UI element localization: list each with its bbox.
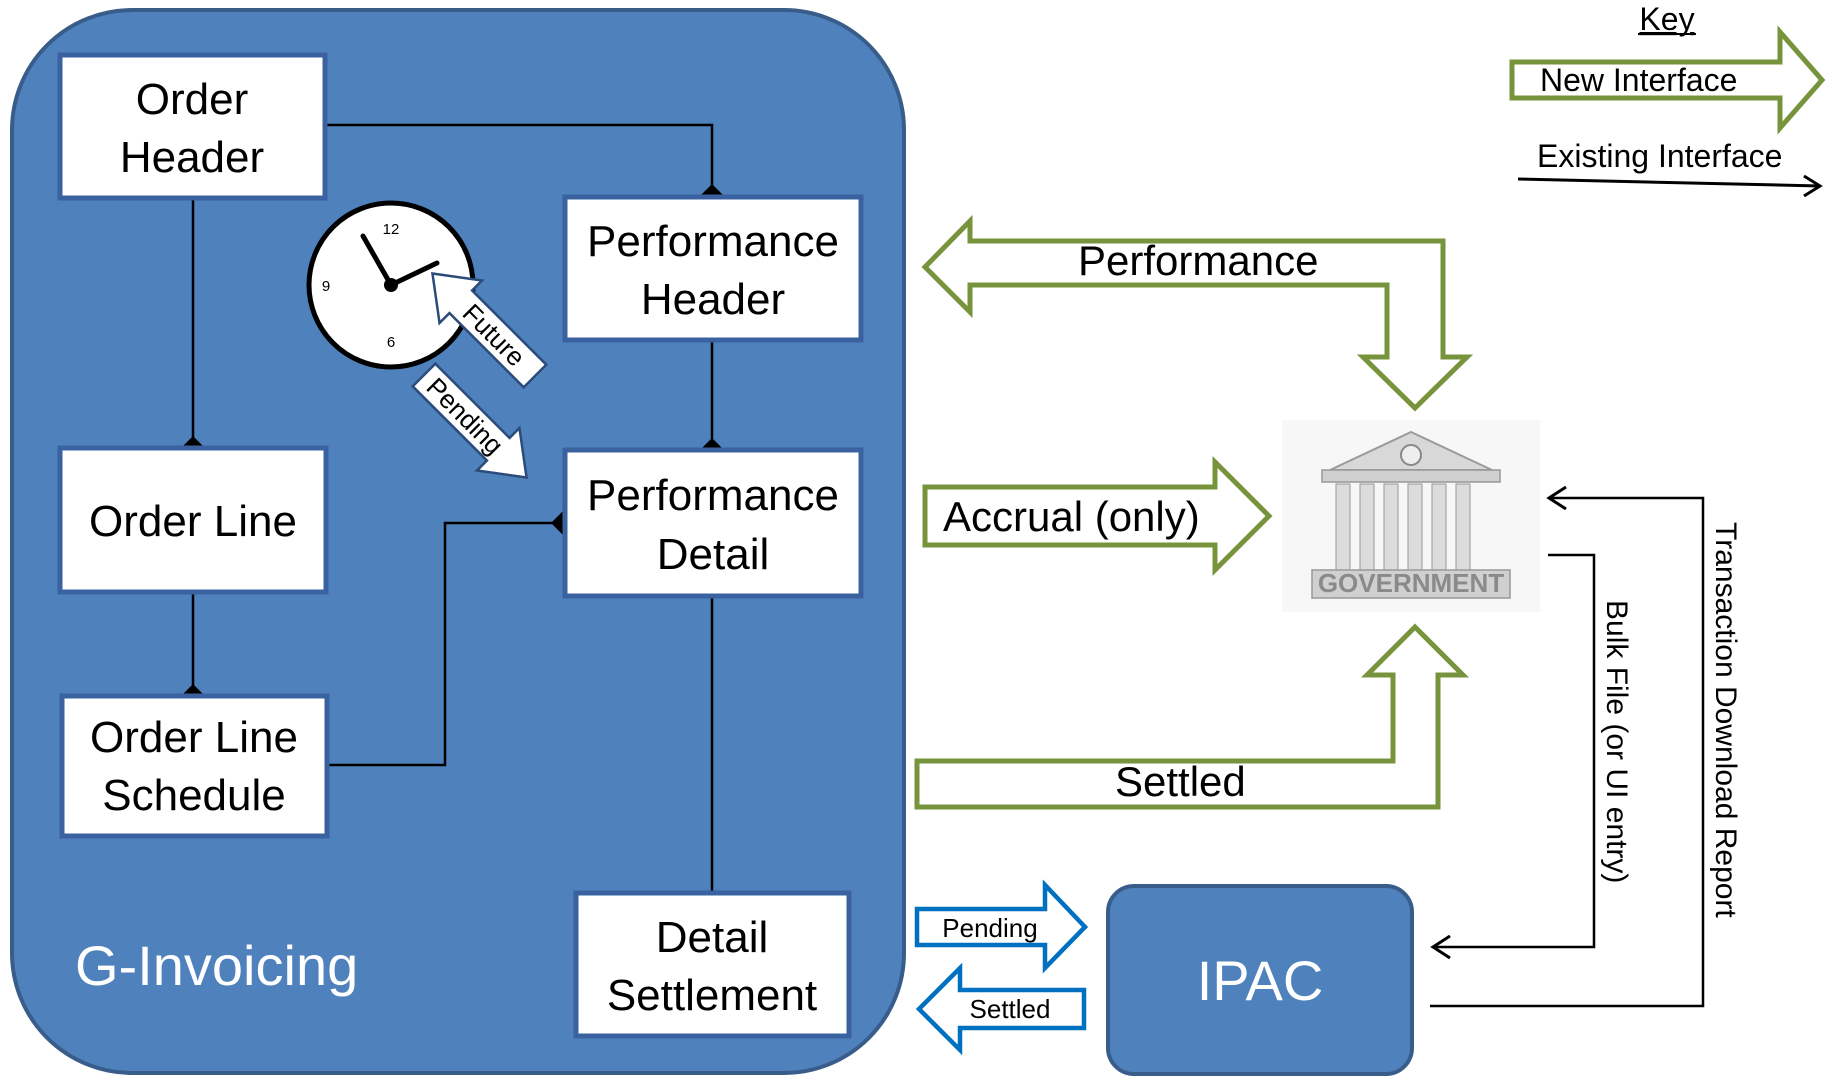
existing-interface-key-line bbox=[1517, 177, 1821, 188]
transaction-report-label: Transaction Download Report bbox=[1709, 522, 1742, 918]
performance-interface-label: Performance bbox=[1078, 237, 1318, 284]
detail-settlement-line1: Detail bbox=[656, 913, 769, 962]
order-line-schedule-box: Order Line Schedule bbox=[59, 693, 330, 839]
clock-numeral-9: 9 bbox=[322, 278, 330, 295]
detail-settlement-box: Detail Settlement bbox=[573, 890, 852, 1039]
settled-interface-label: Settled bbox=[1115, 758, 1246, 805]
pending-ipac-arrow: Pending bbox=[914, 879, 1089, 974]
order-line-box: Order Line bbox=[57, 445, 329, 595]
new-interface-key-label: New Interface bbox=[1540, 62, 1737, 98]
clock-numeral-12: 12 bbox=[383, 221, 400, 238]
order-line-label: Order Line bbox=[89, 497, 297, 546]
order-line-schedule-line2: Schedule bbox=[102, 771, 285, 820]
performance-detail-line2: Detail bbox=[657, 530, 770, 579]
key-title: Key bbox=[1639, 1, 1694, 37]
settled-interface-arrow: Settled bbox=[914, 623, 1470, 810]
government-label: GOVERNMENT bbox=[1318, 568, 1504, 598]
government-building-icon: GOVERNMENT bbox=[1282, 420, 1540, 612]
new-interface-key-arrow bbox=[1509, 25, 1826, 135]
ipac-box: IPAC bbox=[1106, 884, 1414, 1076]
performance-interface-arrow: Performance bbox=[921, 214, 1474, 412]
accrual-interface-label: Accrual (only) bbox=[943, 493, 1200, 540]
existing-interface-key-label: Existing Interface bbox=[1537, 138, 1782, 174]
ipac-label: IPAC bbox=[1197, 949, 1324, 1012]
bulk-file-label: Bulk File (or UI entry) bbox=[1600, 600, 1633, 883]
clock-numeral-6: 6 bbox=[387, 334, 395, 351]
clock-icon: 12 3 6 9 bbox=[306, 200, 476, 370]
transaction-report-connector bbox=[1430, 485, 1705, 1008]
settled-ipac-label: Settled bbox=[970, 994, 1051, 1024]
key-legend: Key New Interface Existing Interface bbox=[1509, 1, 1826, 198]
order-header-box: Order Header bbox=[57, 52, 328, 201]
settled-ipac-arrow: Settled bbox=[915, 962, 1087, 1056]
performance-header-box: Performance Header bbox=[562, 194, 864, 343]
order-header-line2: Header bbox=[120, 133, 264, 182]
bulk-file-connector bbox=[1430, 553, 1596, 960]
performance-header-line1: Performance bbox=[587, 217, 839, 266]
accrual-interface-arrow: Accrual (only) bbox=[922, 455, 1273, 577]
order-header-to-performance-header-line bbox=[323, 123, 714, 196]
order-line-schedule-line1: Order Line bbox=[90, 713, 298, 762]
pending-ipac-label: Pending bbox=[942, 913, 1037, 943]
g-invoicing-label: G-Invoicing bbox=[75, 934, 358, 997]
schedule-to-performance-detail-line bbox=[325, 521, 563, 767]
performance-header-line2: Header bbox=[641, 275, 785, 324]
detail-settlement-line2: Settlement bbox=[607, 971, 817, 1020]
performance-detail-line1: Performance bbox=[587, 471, 839, 520]
performance-detail-box: Performance Detail bbox=[562, 447, 864, 599]
order-header-line1: Order bbox=[136, 75, 248, 124]
